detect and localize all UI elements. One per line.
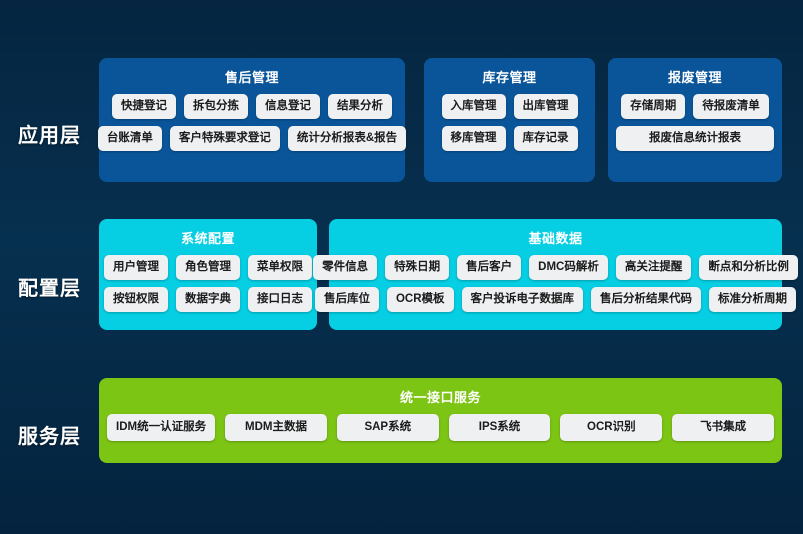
chip-user-management[interactable]: 用户管理 <box>104 255 168 280</box>
chip-dmc-code-parsing[interactable]: DMC码解析 <box>529 255 608 280</box>
chip-group-after-sales-management: 快捷登记 拆包分拣 信息登记 结果分析 台账清单 客户特殊要求登记 统计分析报表… <box>97 94 407 160</box>
panel-title-unified-interface-service: 统一接口服务 <box>399 390 481 405</box>
chip-row: 零件信息 特殊日期 售后客户 DMC码解析 高关注提醒 断点和分析比例 <box>313 255 798 280</box>
chip-high-attention-reminder[interactable]: 高关注提醒 <box>615 255 692 280</box>
chip-unpack-sorting[interactable]: 拆包分拣 <box>184 94 248 119</box>
chip-feishu-integration[interactable]: 飞书集成 <box>672 414 774 441</box>
chip-mdm-master-data[interactable]: MDM主数据 <box>225 414 327 441</box>
panel-title-system-configuration: 系统配置 <box>180 231 235 246</box>
chip-group-inventory-management: 入库管理 出库管理 移库管理 库存记录 <box>424 94 595 160</box>
chip-sap-system[interactable]: SAP系统 <box>336 414 439 441</box>
panel-system-configuration[interactable]: 系统配置 用户管理 角色管理 菜单权限 按钮权限 数据字典 接口日志 <box>99 219 317 330</box>
chip-role-management[interactable]: 角色管理 <box>176 255 240 280</box>
chip-row: 售后库位 OCR模板 客户投诉电子数据库 售后分析结果代码 标准分析周期 <box>314 287 797 312</box>
panel-basic-data[interactable]: 基础数据 零件信息 特殊日期 售后客户 DMC码解析 高关注提醒 断点和分析比例… <box>313 219 798 330</box>
chip-customer-complaint-database[interactable]: 客户投诉电子数据库 <box>461 287 584 312</box>
panel-inventory-management[interactable]: 库存管理 入库管理 出库管理 移库管理 库存记录 <box>424 58 595 182</box>
chip-statistical-analysis-report[interactable]: 统计分析报表&报告 <box>287 126 407 151</box>
panel-title-basic-data: 基础数据 <box>528 231 583 246</box>
chip-row: 快捷登记 拆包分拣 信息登记 结果分析 <box>107 94 397 119</box>
layer-label-application: 应用层 <box>18 125 81 147</box>
chip-idm-unified-authentication-service[interactable]: IDM统一认证服务 <box>107 414 216 441</box>
panel-title-after-sales-management: 售后管理 <box>224 70 279 85</box>
chip-inventory-records[interactable]: 库存记录 <box>513 126 578 151</box>
panel-title-scrap-management: 报废管理 <box>667 70 722 85</box>
panel-title-inventory-management: 库存管理 <box>482 70 537 85</box>
chip-special-date[interactable]: 特殊日期 <box>385 255 450 280</box>
chip-transfer-management[interactable]: 移库管理 <box>441 126 506 151</box>
chip-after-sales-analysis-result-code[interactable]: 售后分析结果代码 <box>591 287 702 312</box>
chip-group-system-configuration: 用户管理 角色管理 菜单权限 按钮权限 数据字典 接口日志 <box>99 255 317 321</box>
chip-row: 按钮权限 数据字典 接口日志 <box>104 287 312 312</box>
chip-row: 报废信息统计报表 <box>616 126 774 151</box>
panel-scrap-management[interactable]: 报废管理 存储周期 待报废清单 报废信息统计报表 <box>608 58 782 182</box>
chip-ocr-template[interactable]: OCR模板 <box>386 287 454 312</box>
chip-row: 台账清单 客户特殊要求登记 统计分析报表&报告 <box>97 126 407 151</box>
chip-result-analysis[interactable]: 结果分析 <box>328 94 392 119</box>
chip-storage-cycle[interactable]: 存储周期 <box>621 94 686 119</box>
chip-info-registration[interactable]: 信息登记 <box>256 94 320 119</box>
chip-group-unified-interface-service: IDM统一认证服务 MDM主数据 SAP系统 IPS系统 OCR识别 飞书集成 <box>99 414 782 451</box>
chip-after-sales-location[interactable]: 售后库位 <box>314 287 379 312</box>
chip-button-permissions[interactable]: 按钮权限 <box>104 287 168 312</box>
chip-customer-special-request-registration[interactable]: 客户特殊要求登记 <box>169 126 280 151</box>
chip-ocr-recognition[interactable]: OCR识别 <box>560 414 663 441</box>
layer-label-service: 服务层 <box>18 426 81 448</box>
chip-quick-registration[interactable]: 快捷登记 <box>112 94 176 119</box>
chip-scrap-info-statistical-report[interactable]: 报废信息统计报表 <box>616 126 774 151</box>
layer-label-configuration: 配置层 <box>18 278 81 300</box>
chip-after-sales-customer[interactable]: 售后客户 <box>457 255 522 280</box>
chip-data-dictionary[interactable]: 数据字典 <box>176 287 240 312</box>
chip-row: 存储周期 待报废清单 <box>616 94 774 119</box>
chip-group-scrap-management: 存储周期 待报废清单 报废信息统计报表 <box>608 94 782 160</box>
chip-row: 入库管理 出库管理 <box>432 94 587 119</box>
chip-ips-system[interactable]: IPS系统 <box>448 414 551 441</box>
panel-unified-interface-service[interactable]: 统一接口服务 IDM统一认证服务 MDM主数据 SAP系统 IPS系统 OCR识… <box>99 378 782 463</box>
chip-interface-log[interactable]: 接口日志 <box>248 287 312 312</box>
chip-inbound-management[interactable]: 入库管理 <box>441 94 506 119</box>
chip-breakpoint-and-analysis-ratio[interactable]: 断点和分析比例 <box>699 255 798 280</box>
chip-ledger-list[interactable]: 台账清单 <box>97 126 162 151</box>
chip-standard-analysis-cycle[interactable]: 标准分析周期 <box>709 287 797 312</box>
chip-row: 用户管理 角色管理 菜单权限 <box>104 255 312 280</box>
chip-pending-scrap-list[interactable]: 待报废清单 <box>693 94 769 119</box>
chip-outbound-management[interactable]: 出库管理 <box>513 94 578 119</box>
chip-group-basic-data: 零件信息 特殊日期 售后客户 DMC码解析 高关注提醒 断点和分析比例 售后库位… <box>313 255 798 321</box>
chip-menu-permissions[interactable]: 菜单权限 <box>248 255 312 280</box>
chip-part-information[interactable]: 零件信息 <box>313 255 378 280</box>
chip-row: 移库管理 库存记录 <box>432 126 587 151</box>
panel-after-sales-management[interactable]: 售后管理 快捷登记 拆包分拣 信息登记 结果分析 台账清单 客户特殊要求登记 统… <box>97 58 407 182</box>
